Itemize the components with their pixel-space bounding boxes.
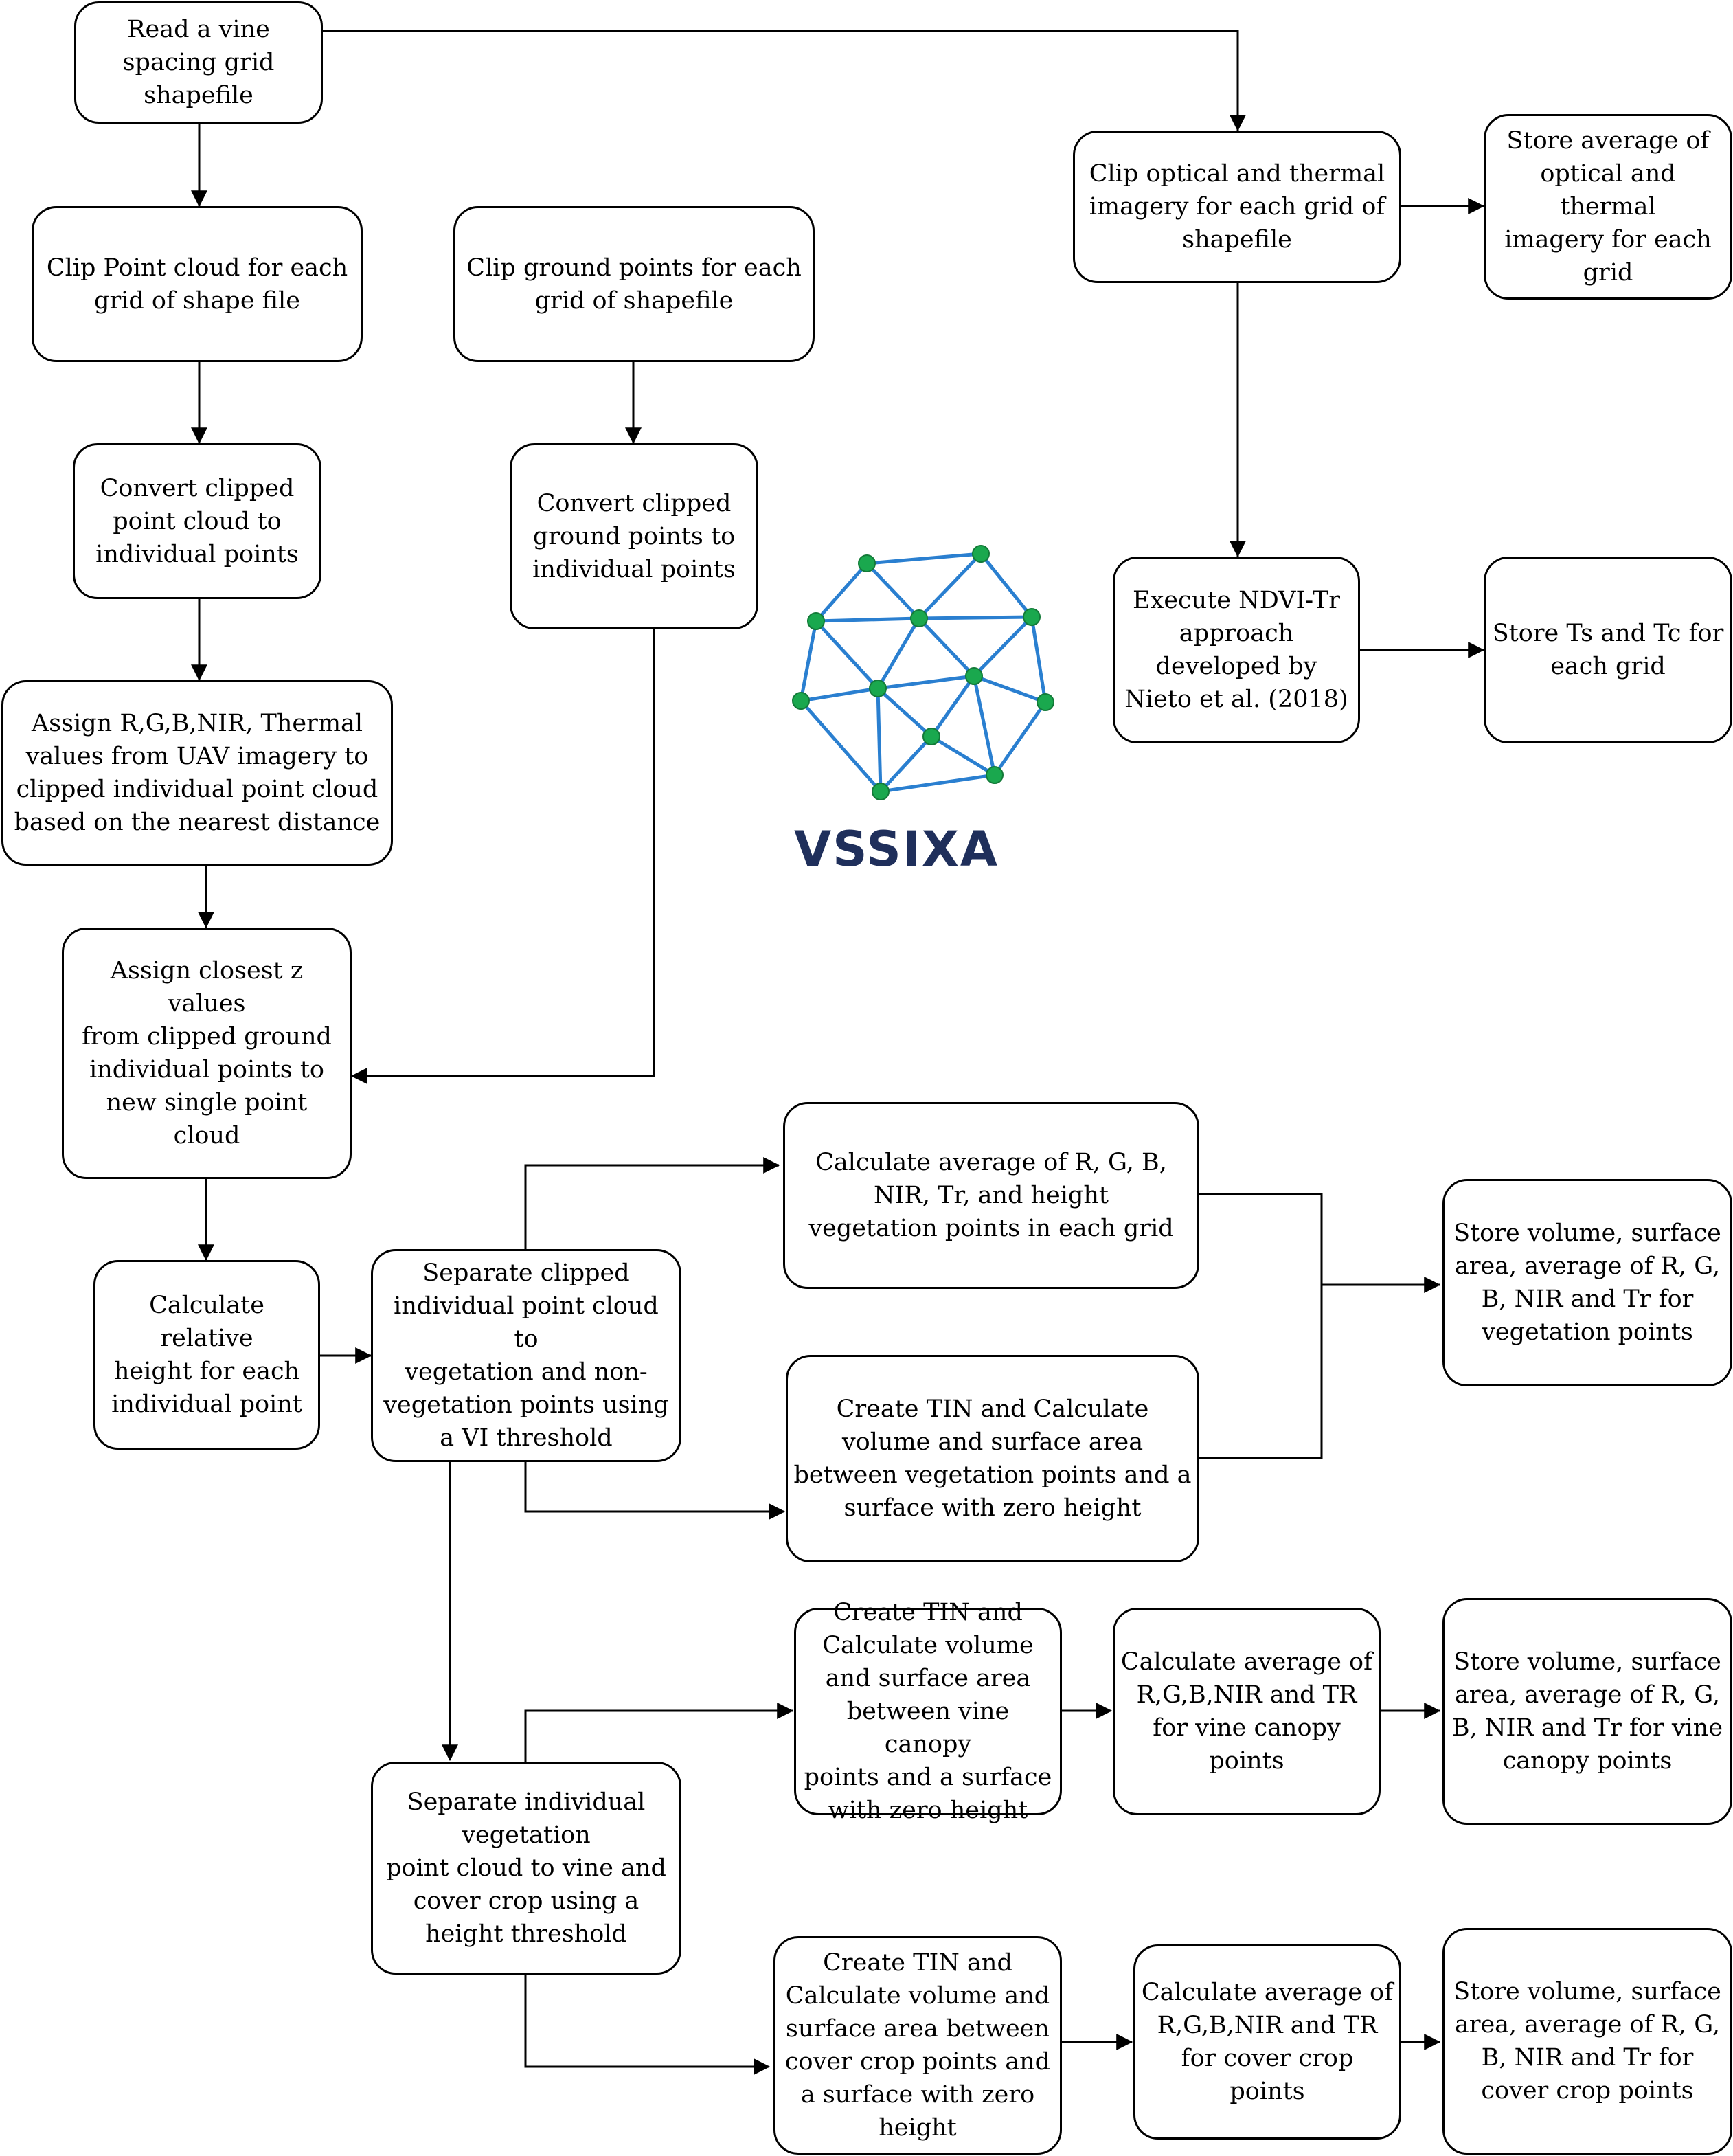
node-store-vine: Store volume, surface area, average of R… xyxy=(1442,1598,1732,1825)
logo-edge xyxy=(973,616,1033,677)
logo-edge xyxy=(918,615,1032,620)
node-clip-point-cloud-label: Clip Point cloud for each grid of shape … xyxy=(46,254,348,315)
logo-node xyxy=(1023,608,1041,626)
node-store-optical-label: Store average of optical and thermal ima… xyxy=(1504,127,1712,287)
node-calc-cover-label: Calculate average of R,G,B,NIR and TR fo… xyxy=(1141,1979,1394,2105)
edge-separate-veg-to-calc-avg xyxy=(524,1157,780,1249)
logo-node xyxy=(972,545,990,563)
node-calc-avg-veg-label: Calculate average of R, G, B, NIR, Tr, a… xyxy=(808,1149,1174,1242)
logo-edge xyxy=(972,675,997,776)
node-convert-ground-label: Convert clipped ground points to individ… xyxy=(532,489,736,583)
logo-edge xyxy=(918,552,982,620)
node-assign-rgb: Assign R,G,B,NIR, Thermal values from UA… xyxy=(1,680,393,866)
node-clip-optical: Clip optical and thermal imagery for eac… xyxy=(1073,131,1401,283)
logo-edge xyxy=(815,616,920,623)
node-tin-vine-label: Create TIN and Calculate volume and surf… xyxy=(804,1599,1052,1824)
logo-edge xyxy=(865,562,920,620)
logo-edge xyxy=(1030,616,1047,703)
node-store-ts-tc-label: Store Ts and Tc for each grid xyxy=(1492,620,1724,680)
node-store-ts-tc: Store Ts and Tc for each grid xyxy=(1484,557,1732,743)
node-separate-vine-label: Separate individual vegetation point clo… xyxy=(386,1788,666,1948)
node-store-veg-label: Store volume, surface area, average of R… xyxy=(1453,1220,1721,1346)
logo-edge xyxy=(993,701,1047,776)
logo-edge xyxy=(876,687,933,738)
logo-node xyxy=(869,680,887,697)
edge-separate-veg-to-tin-veg xyxy=(524,1462,786,1520)
node-calc-avg-veg: Calculate average of R, G, B, NIR, Tr, a… xyxy=(783,1102,1199,1289)
node-ndvi-label: Execute NDVI-Tr approach developed by Ni… xyxy=(1124,587,1348,713)
logo-node xyxy=(858,554,876,572)
node-clip-optical-label: Clip optical and thermal imagery for eac… xyxy=(1089,160,1385,254)
logo-edge xyxy=(866,552,982,565)
logo-node xyxy=(986,766,1004,784)
node-clip-point-cloud: Clip Point cloud for each grid of shape … xyxy=(32,206,363,362)
edge-separate-vine-to-tin-vine xyxy=(524,1703,794,1762)
logo-node xyxy=(910,609,928,627)
node-tin-cover: Create TIN and Calculate volume and surf… xyxy=(773,1936,1062,2155)
node-store-veg: Store volume, surface area, average of R… xyxy=(1442,1179,1732,1386)
node-convert-cloud-label: Convert clipped point cloud to individua… xyxy=(95,474,299,568)
node-calc-vine: Calculate average of R,G,B,NIR and TR fo… xyxy=(1113,1608,1381,1815)
edge-calc-avg-to-merge xyxy=(1197,1193,1323,1459)
node-assign-z: Assign closest z values from clipped gro… xyxy=(62,928,352,1179)
node-tin-cover-label: Create TIN and Calculate volume and surf… xyxy=(784,1949,1051,2142)
logo-edge xyxy=(815,562,868,622)
node-read-grid: Read a vine spacing grid shapefile xyxy=(74,1,323,124)
node-tin-veg-label: Create TIN and Calculate volume and surf… xyxy=(793,1395,1192,1522)
logo-edge xyxy=(930,734,996,777)
node-clip-ground: Clip ground points for each grid of shap… xyxy=(453,206,815,362)
logo-edge xyxy=(918,617,975,677)
node-convert-cloud: Convert clipped point cloud to individua… xyxy=(73,443,321,599)
edge-separate-vine-to-tin-cover xyxy=(524,1975,771,2075)
logo-node xyxy=(965,667,983,685)
logo-edge xyxy=(799,620,818,701)
node-calc-height-label: Calculate relative height for each indiv… xyxy=(111,1292,302,1418)
edge-convert-ground-to-assign-z xyxy=(350,629,655,1084)
node-separate-veg: Separate clipped individual point cloud … xyxy=(371,1249,681,1462)
logo-node xyxy=(872,783,890,800)
logo-edge xyxy=(973,674,1046,704)
node-separate-veg-label: Separate clipped individual point cloud … xyxy=(383,1259,669,1452)
node-tin-veg: Create TIN and Calculate volume and surf… xyxy=(786,1355,1199,1562)
logo-node xyxy=(1037,693,1054,711)
logo-edge xyxy=(876,688,883,792)
vssixa-logo xyxy=(792,545,1054,800)
node-calc-cover: Calculate average of R,G,B,NIR and TR fo… xyxy=(1133,1944,1401,2140)
logo-wordmark: VSSIXA xyxy=(793,821,999,877)
logo-edge xyxy=(880,773,995,794)
logo-edge xyxy=(815,620,879,690)
node-store-cover-label: Store volume, surface area, average of R… xyxy=(1453,1978,1721,2104)
node-assign-z-label: Assign closest z values from clipped gro… xyxy=(82,957,332,1149)
node-ndvi: Execute NDVI-Tr approach developed by Ni… xyxy=(1113,557,1360,743)
logo-edge xyxy=(877,674,975,690)
node-store-optical: Store average of optical and thermal ima… xyxy=(1484,114,1732,300)
node-store-vine-label: Store volume, surface area, average of R… xyxy=(1451,1648,1723,1775)
node-calc-height: Calculate relative height for each indiv… xyxy=(93,1260,320,1450)
logo-node xyxy=(792,692,810,710)
logo-node xyxy=(807,612,825,630)
node-clip-ground-label: Clip ground points for each grid of shap… xyxy=(466,254,802,315)
logo-edge xyxy=(800,686,879,703)
edge-read-to-clip-optical xyxy=(323,30,1246,132)
logo-edge xyxy=(876,617,921,690)
logo-edge xyxy=(979,552,1033,618)
node-separate-vine: Separate individual vegetation point clo… xyxy=(371,1762,681,1975)
node-convert-ground: Convert clipped ground points to individ… xyxy=(510,443,758,629)
logo-edge xyxy=(800,699,882,793)
logo-edge xyxy=(929,675,976,738)
node-store-cover: Store volume, surface area, average of R… xyxy=(1442,1928,1732,2155)
node-read-grid-label: Read a vine spacing grid shapefile xyxy=(122,16,275,109)
node-assign-rgb-label: Assign R,G,B,NIR, Thermal values from UA… xyxy=(14,710,381,836)
logo-edge xyxy=(879,735,933,793)
node-tin-vine: Create TIN and Calculate volume and surf… xyxy=(794,1599,1062,1824)
logo-node xyxy=(922,728,940,745)
node-calc-vine-label: Calculate average of R,G,B,NIR and TR fo… xyxy=(1120,1648,1373,1775)
